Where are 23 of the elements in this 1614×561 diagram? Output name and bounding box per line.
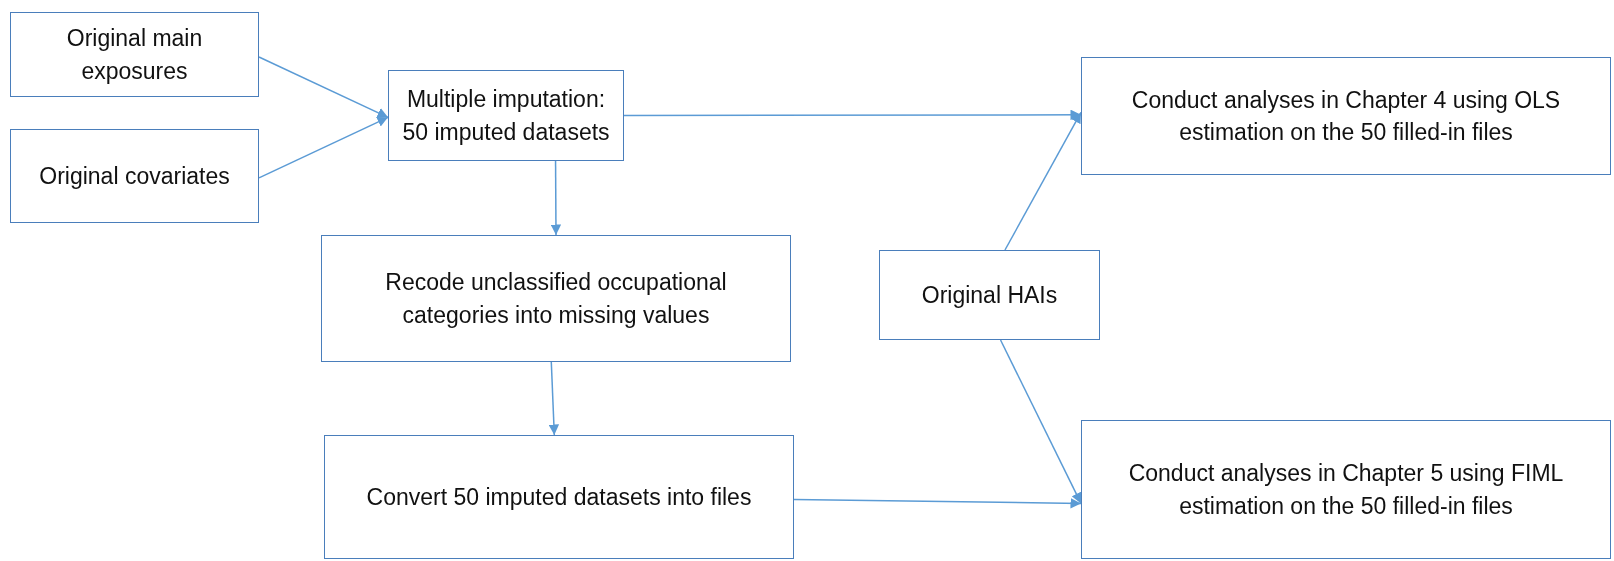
arrow bbox=[999, 339, 1082, 505]
process-box bbox=[321, 235, 791, 362]
box-text: Convert 50 imputed datasets into files bbox=[366, 482, 752, 512]
process-box bbox=[10, 12, 259, 97]
box-text: Original covariates bbox=[39, 161, 230, 191]
box-text: Multiple imputation: 50 imputed datasets bbox=[401, 85, 611, 147]
arrow bbox=[793, 498, 1082, 509]
arrow bbox=[1004, 111, 1082, 251]
box-text: Conduct analyses in Chapter 4 using OLS estimation on the 50 filled-in files bbox=[1130, 85, 1562, 147]
arrow bbox=[258, 116, 389, 179]
process-box bbox=[1081, 57, 1611, 175]
process-box bbox=[324, 435, 794, 559]
box-text: Conduct analyses in Chapter 5 using FIML estimation on the 50 filled-in files bbox=[1127, 459, 1565, 521]
box-text: Recode unclassified occupational categories into missing values bbox=[384, 268, 728, 330]
box-text: Original HAIs bbox=[921, 280, 1058, 310]
box-text: Original main exposures bbox=[65, 24, 204, 86]
arrow bbox=[548, 361, 560, 436]
arrow bbox=[258, 56, 389, 119]
process-box bbox=[388, 70, 624, 161]
process-box bbox=[10, 129, 259, 223]
arrow bbox=[550, 160, 562, 236]
process-box bbox=[1081, 420, 1611, 559]
process-box bbox=[879, 250, 1100, 340]
